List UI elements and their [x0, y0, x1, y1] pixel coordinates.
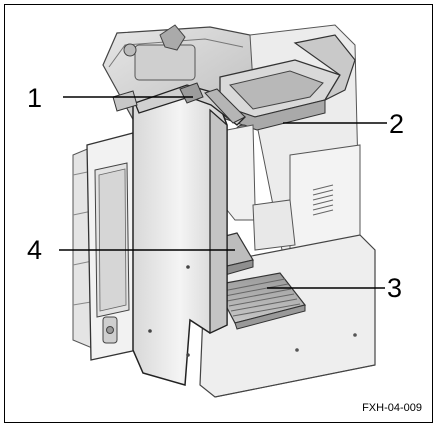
truck-illustration — [59, 24, 387, 398]
figure-frame: 1 2 3 4 FXH-04-009 — [4, 4, 433, 423]
control-handle — [112, 82, 246, 126]
callout-4: 4 — [27, 235, 43, 265]
callout-2: 2 — [389, 109, 405, 139]
floor-step — [214, 272, 307, 330]
side-door — [86, 132, 138, 361]
front-column — [132, 92, 228, 386]
callout-3: 3 — [387, 273, 403, 303]
callout-1: 1 — [27, 83, 43, 113]
leader-lines — [59, 96, 387, 289]
mid-cavity — [226, 124, 296, 251]
figure-code: FXH-04-009 — [362, 402, 422, 414]
